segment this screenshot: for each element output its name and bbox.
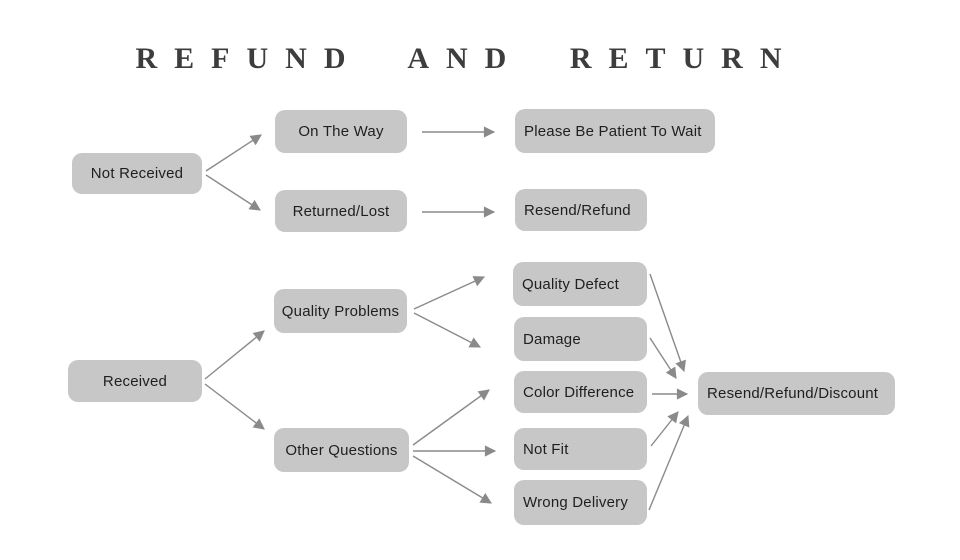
arrow-qualitydefect-final (649, 273, 686, 373)
node-resend-refund-discount: Resend/Refund/Discount (698, 372, 895, 415)
node-received: Received (68, 360, 202, 402)
arrow-qualityproblems-damage (413, 312, 481, 348)
node-other-questions: Other Questions (274, 428, 409, 472)
node-color-difference: Color Difference (514, 371, 647, 413)
node-returned-lost: Returned/Lost (275, 190, 407, 232)
node-not-fit: Not Fit (514, 428, 647, 470)
node-resend-refund: Resend/Refund (515, 189, 647, 231)
node-please-be-patient: Please Be Patient To Wait (515, 109, 715, 153)
arrow-otherquestions-colordifference (412, 389, 490, 446)
node-damage: Damage (514, 317, 647, 361)
node-on-the-way: On The Way (275, 110, 407, 153)
arrow-qualityproblems-qualitydefect (413, 276, 486, 310)
node-quality-problems: Quality Problems (274, 289, 407, 333)
arrow-received-qualityproblems (204, 330, 265, 380)
arrow-otherquestions-wrongdelivery (412, 455, 492, 504)
page-title: REFUND AND RETURN (135, 42, 799, 75)
arrow-received-otherquestions (204, 383, 265, 430)
node-not-received: Not Received (72, 153, 202, 194)
arrow-notreceived-returnedlost (205, 174, 261, 211)
node-wrong-delivery: Wrong Delivery (514, 480, 647, 525)
arrow-wrongdelivery-final (648, 414, 690, 511)
arrow-damage-final (649, 337, 677, 379)
arrow-notreceived-ontheway (205, 134, 262, 172)
arrow-notfit-final (650, 411, 679, 447)
node-quality-defect: Quality Defect (513, 262, 647, 306)
